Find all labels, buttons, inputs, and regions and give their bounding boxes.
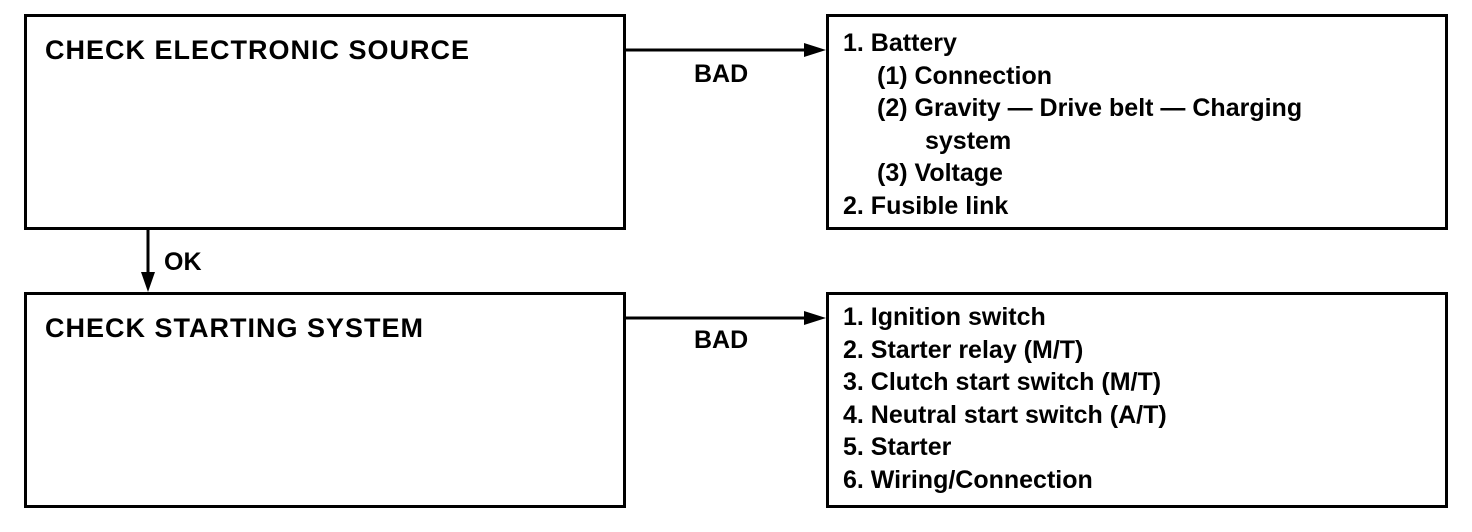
cause-subitem: (1) Connection (877, 61, 1052, 90)
cause-item: 1. Battery (843, 29, 957, 57)
cause-subitem: (2) Gravity — Drive belt — Charging syst… (843, 92, 1302, 157)
cause-subitem-continuation: system (925, 126, 1012, 155)
cause-item: 2. Fusible link (843, 191, 1009, 220)
cause-subitem: (3) Voltage (877, 159, 1003, 187)
ok-label: OK (164, 248, 202, 276)
cause-item: 2. Starter relay (M/T) (843, 335, 1084, 364)
starting-system-causes-list: 1. Ignition switch 2. Starter relay (M/T… (843, 301, 1167, 496)
cause-subitem-text: (2) Gravity — Drive belt — Charging (877, 94, 1303, 122)
bad-label-starting: BAD (694, 326, 749, 354)
check-electronic-source-box: CHECK ELECTRONIC SOURCE (24, 14, 626, 230)
cause-item: 6. Wiring/Connection (843, 465, 1093, 494)
check-electronic-source-title: CHECK ELECTRONIC SOURCE (45, 35, 471, 65)
cause-item: 1. Ignition switch (843, 303, 1046, 331)
electronic-source-causes-list: 1. Battery (1) Connection (2) Gravity — … (843, 27, 1302, 222)
cause-item: 4. Neutral start switch (A/T) (843, 400, 1167, 429)
bad-label-source: BAD (694, 60, 749, 88)
cause-item: 5. Starter (843, 433, 952, 461)
bad-arrowhead-source (804, 43, 826, 57)
cause-item: 3. Clutch start switch (M/T) (843, 368, 1162, 396)
electronic-source-causes-box: 1. Battery (1) Connection (2) Gravity — … (826, 14, 1448, 230)
check-starting-system-box: CHECK STARTING SYSTEM (24, 292, 626, 508)
check-starting-system-title: CHECK STARTING SYSTEM (45, 313, 425, 343)
starting-system-causes-box: 1. Ignition switch 2. Starter relay (M/T… (826, 292, 1448, 508)
bad-arrowhead-starting (804, 311, 826, 325)
ok-arrowhead (141, 272, 155, 292)
